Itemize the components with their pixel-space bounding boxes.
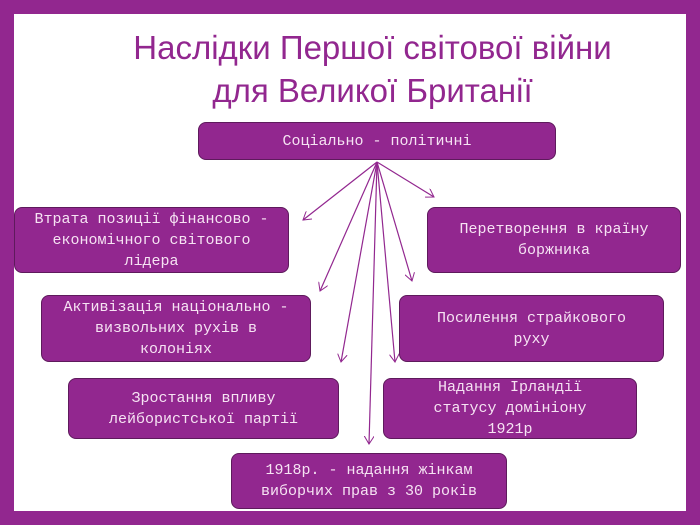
title-line-2: для Великої Британії xyxy=(212,72,533,109)
arrow-7 xyxy=(369,161,378,444)
arrow-1 xyxy=(303,161,378,220)
arrow-4 xyxy=(376,161,412,281)
arrow-2 xyxy=(376,161,434,197)
item-box-3: Активізація національно - визвольних рух… xyxy=(41,295,311,362)
item-box-5: Зростання впливу лейбористської партії xyxy=(68,378,339,439)
arrow-3 xyxy=(320,161,378,291)
root-box: Соціально - політичні xyxy=(198,122,556,160)
item-box-7: 1918р. - надання жінкам виборчих прав з … xyxy=(231,453,507,509)
title-line-1: Наслідки Першої світової війни xyxy=(133,29,612,66)
item-box-2: Перетворення в країну боржника xyxy=(427,207,681,273)
item-box-4: Посилення страйкового руху xyxy=(399,295,664,362)
arrow-6 xyxy=(376,161,395,362)
item-box-6: Надання Ірландії статусу домініону 1921р xyxy=(383,378,637,439)
arrow-5 xyxy=(341,161,378,362)
slide-title: Наслідки Першої світової війни для Велик… xyxy=(80,26,665,112)
item-box-1: Втрата позиції фінансово - економічного … xyxy=(14,207,289,273)
